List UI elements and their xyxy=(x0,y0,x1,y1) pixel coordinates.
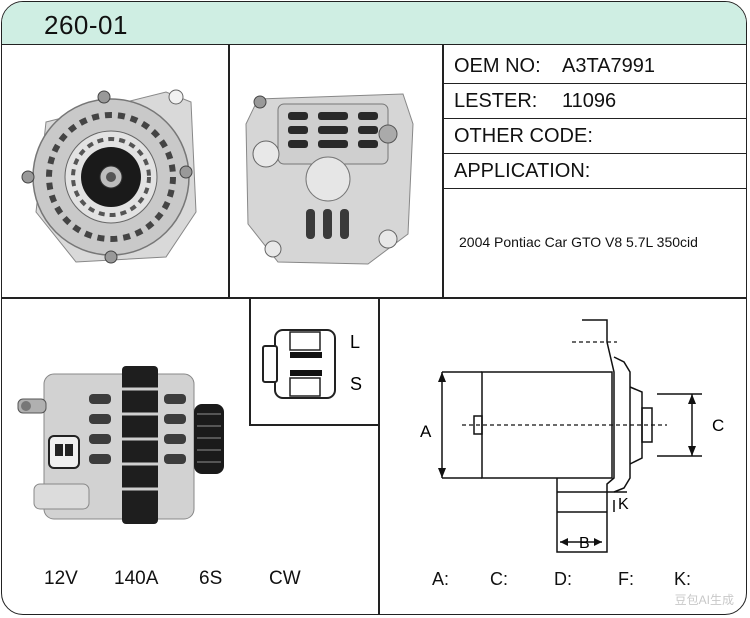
spec-row-oem: OEM NO: A3TA7991 xyxy=(444,49,746,84)
dimension-a-label: A: xyxy=(432,569,450,589)
lester-label: LESTER: xyxy=(454,90,538,112)
spec-row-other-code: OTHER CODE: xyxy=(444,119,746,154)
terminal-s-label: S xyxy=(350,374,363,394)
diagram-label-k: K xyxy=(618,496,629,513)
divider-v3 xyxy=(378,297,380,614)
dimension-k-label: K: xyxy=(674,569,692,589)
divider-h1 xyxy=(2,297,746,299)
alternator-side-photo xyxy=(17,366,224,524)
oem-label: OEM NO: xyxy=(454,55,541,77)
dimension-diagram xyxy=(438,319,702,553)
lester-value: 11096 xyxy=(562,90,617,112)
rotation-value: CW xyxy=(269,568,301,589)
divider-v2 xyxy=(442,44,444,298)
spec-row-application: APPLICATION: xyxy=(444,154,746,189)
dimension-f-label: F: xyxy=(618,569,634,589)
application-label: APPLICATION: xyxy=(454,160,591,182)
diagram-label-b: B xyxy=(579,535,590,552)
connector-box-left xyxy=(249,297,251,425)
diagram-label-c: C xyxy=(712,416,725,435)
header-bar: 260-01 xyxy=(2,2,746,45)
alternator-front-photo xyxy=(21,89,197,264)
part-number-title: 260-01 xyxy=(44,10,128,40)
application-value: 2004 Pontiac Car GTO V8 5.7L 350cid xyxy=(459,234,698,250)
voltage-value: 12V xyxy=(44,568,78,589)
alternator-rear-photo xyxy=(245,93,414,265)
spec-row-lester: LESTER: 11096 xyxy=(444,84,746,119)
pulley-value: 6S xyxy=(199,568,223,589)
dimension-c-label: C: xyxy=(490,569,508,589)
watermark: 豆包AI生成 xyxy=(674,593,734,607)
oem-value: A3TA7991 xyxy=(562,55,656,77)
divider-v1 xyxy=(228,44,230,298)
other-code-label: OTHER CODE: xyxy=(454,125,593,147)
terminal-l-label: L xyxy=(350,332,361,352)
diagram-label-a: A xyxy=(420,422,432,441)
dimension-d-label: D: xyxy=(554,569,572,589)
amperage-value: 140A xyxy=(114,568,159,589)
connector-symbol xyxy=(262,329,336,399)
connector-box-bottom xyxy=(249,424,379,426)
